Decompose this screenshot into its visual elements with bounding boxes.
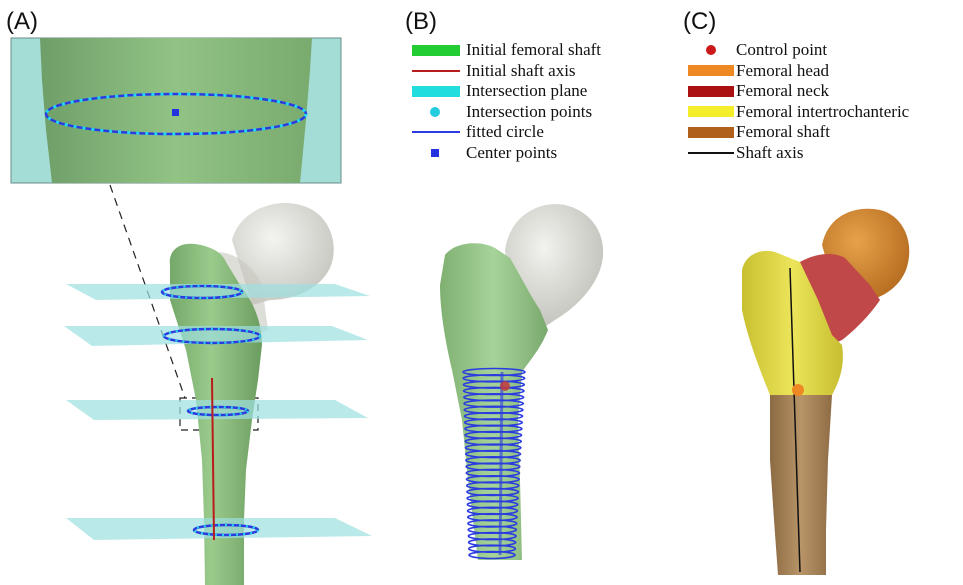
legend-entry: fitted circle: [412, 122, 601, 143]
legend-swatch: [688, 65, 734, 76]
legend-label: Femoral intertrochanteric: [736, 102, 909, 123]
legend-label: fitted circle: [466, 122, 544, 143]
legend-swatch: [412, 131, 460, 133]
center-points-column: [500, 372, 502, 555]
legend-label: Control point: [736, 40, 827, 61]
legend-swatch: [688, 106, 734, 117]
legend-label: Intersection points: [466, 102, 592, 123]
legend-label: Femoral shaft: [736, 122, 830, 143]
control-point-b: [500, 381, 510, 391]
femur-b: [440, 204, 603, 560]
legend-label: Femoral neck: [736, 81, 829, 102]
legend-swatch: [412, 70, 460, 72]
legend-swatch: [688, 86, 734, 97]
legend-label: Shaft axis: [736, 143, 804, 164]
legend-swatch: [412, 147, 460, 159]
legend-entry: Femoral head: [688, 61, 909, 82]
legend-entry: Control point: [688, 40, 909, 61]
legend-label: Intersection plane: [466, 81, 587, 102]
femur-c: [742, 209, 909, 575]
legend-entry: Shaft axis: [688, 143, 909, 164]
legend-entry: Femoral neck: [688, 81, 909, 102]
legend-swatch: [412, 45, 460, 56]
legend-label: Femoral head: [736, 61, 829, 82]
legend-entry: Initial shaft axis: [412, 61, 601, 82]
legend-swatch: [688, 44, 734, 56]
control-point-c: [792, 384, 804, 396]
zoom-center-point: [172, 109, 179, 116]
legend-entry: Intersection points: [412, 102, 601, 123]
legend-label: Initial femoral shaft: [466, 40, 601, 61]
legend-entry: Center points: [412, 143, 601, 164]
legend-entry: Femoral intertrochanteric: [688, 102, 909, 123]
legend-swatch: [412, 86, 460, 97]
femur-a: [64, 203, 372, 585]
legend-label: Initial shaft axis: [466, 61, 576, 82]
legend-label: Center points: [466, 143, 557, 164]
legend-entry: Initial femoral shaft: [412, 40, 601, 61]
legend-entry: Femoral shaft: [688, 122, 909, 143]
legend-swatch: [688, 152, 734, 154]
legend-swatch: [412, 106, 460, 118]
legend-swatch: [688, 127, 734, 138]
legend-entry: Intersection plane: [412, 81, 601, 102]
zoom-inset: [11, 38, 341, 183]
